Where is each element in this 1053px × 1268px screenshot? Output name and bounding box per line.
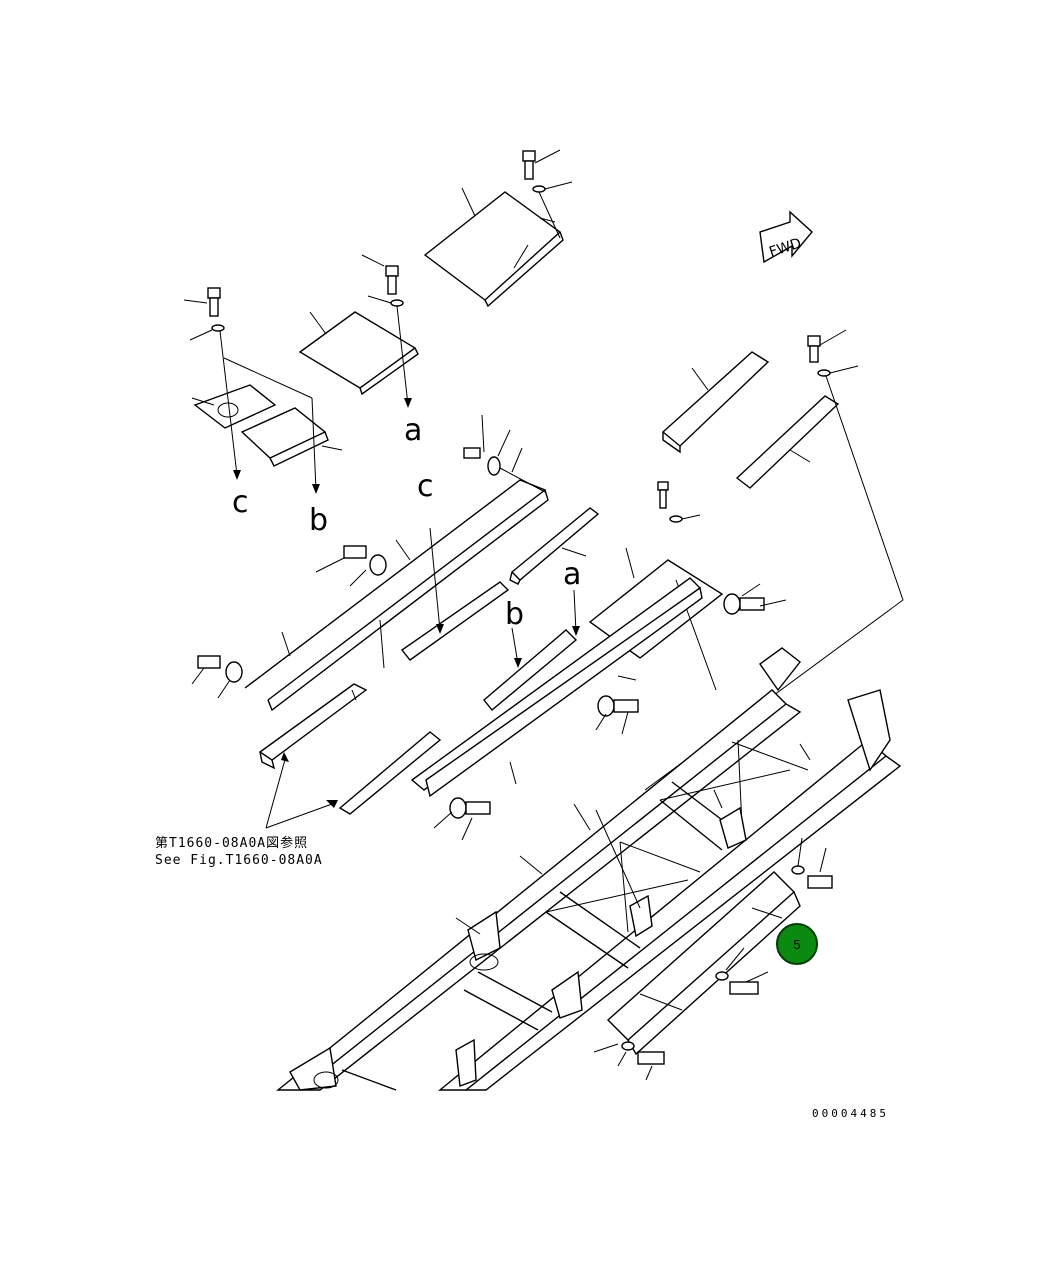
- right-angle-brackets: [661, 351, 840, 489]
- bolt-middle: [361, 254, 412, 408]
- reference-text-jp: 第T1660-08A0A図参照: [155, 835, 308, 851]
- bolt-tank-2: [715, 947, 769, 995]
- reference-text-en: See Fig.T1660-08A0A: [155, 853, 323, 868]
- label-a-top: a: [404, 413, 422, 448]
- left-small-plates: [191, 384, 343, 467]
- document-number: 00004485: [812, 1107, 889, 1120]
- center-brackets: [379, 507, 600, 711]
- fwd-arrow-sign: FWD: [759, 210, 813, 264]
- label-c-center: c: [417, 469, 434, 504]
- middle-cover-plate: [298, 311, 419, 396]
- upper-side-rail: [244, 447, 549, 712]
- bolt-right-middle: [657, 481, 787, 691]
- bolt-rail-3: [191, 655, 243, 699]
- label-b-left: b: [309, 503, 328, 538]
- callout-circle[interactable]: [776, 923, 818, 965]
- lower-side-rail: [410, 577, 703, 798]
- bolt-rail-1: [463, 414, 546, 493]
- callout-number: 5: [793, 937, 800, 952]
- bolt-lower-rail: [433, 695, 639, 841]
- top-cover-plate: [423, 187, 564, 308]
- bolt-tank-3: [593, 1041, 665, 1081]
- callout-5[interactable]: 5: [776, 923, 818, 965]
- bolt-left: [183, 287, 320, 494]
- bolt-top: [522, 149, 573, 239]
- label-c-left: c: [232, 485, 249, 520]
- bolt-rail-2: [315, 545, 387, 587]
- main-frame: [276, 647, 902, 1091]
- reference-brackets: [258, 683, 442, 829]
- label-b-center: b: [505, 597, 524, 632]
- label-a-center: a: [563, 557, 581, 592]
- bolt-tank-1: [791, 837, 833, 889]
